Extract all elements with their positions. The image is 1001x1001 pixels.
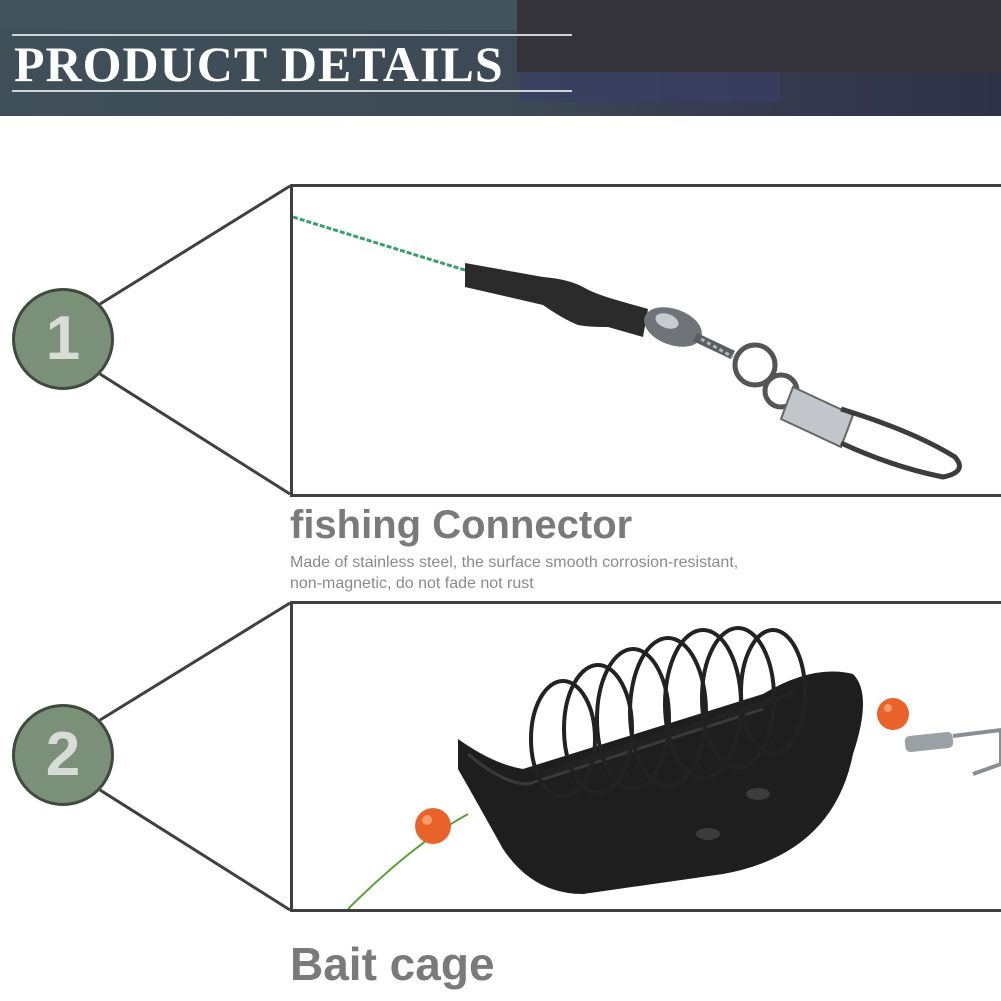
description-line-1: Made of stainless steel, the surface smo… — [290, 554, 739, 571]
item-title-bait-cage: Bait cage — [290, 938, 495, 990]
banner-shade-right — [517, 0, 1001, 72]
callout-line-2-bottom — [99, 788, 291, 912]
item-title-connector: fishing Connector — [290, 503, 633, 547]
banner-shade-left — [0, 0, 517, 30]
callout-line-1-top — [99, 184, 291, 306]
step-badge-2: 2 — [12, 704, 114, 806]
header-banner: PRODUCT DETAILS — [0, 0, 1001, 116]
banner-rule-top — [12, 34, 572, 36]
item-description-connector: Made of stainless steel, the surface smo… — [290, 552, 850, 594]
spring-bait-cage-icon — [347, 626, 1001, 909]
callout-line-1-bottom — [99, 372, 291, 496]
product-image-panel-2 — [290, 601, 1001, 912]
product-image-panel-1 — [290, 184, 1001, 497]
step-badge-1: 1 — [12, 288, 114, 390]
banner-shade-blue — [520, 72, 780, 102]
banner-rule-bottom — [12, 90, 572, 92]
description-line-2: non-magnetic, do not fade not rust — [290, 575, 534, 592]
swivel-snap-connector-icon — [293, 215, 962, 480]
callout-line-2-top — [99, 601, 291, 722]
page-title: PRODUCT DETAILS — [14, 36, 504, 92]
